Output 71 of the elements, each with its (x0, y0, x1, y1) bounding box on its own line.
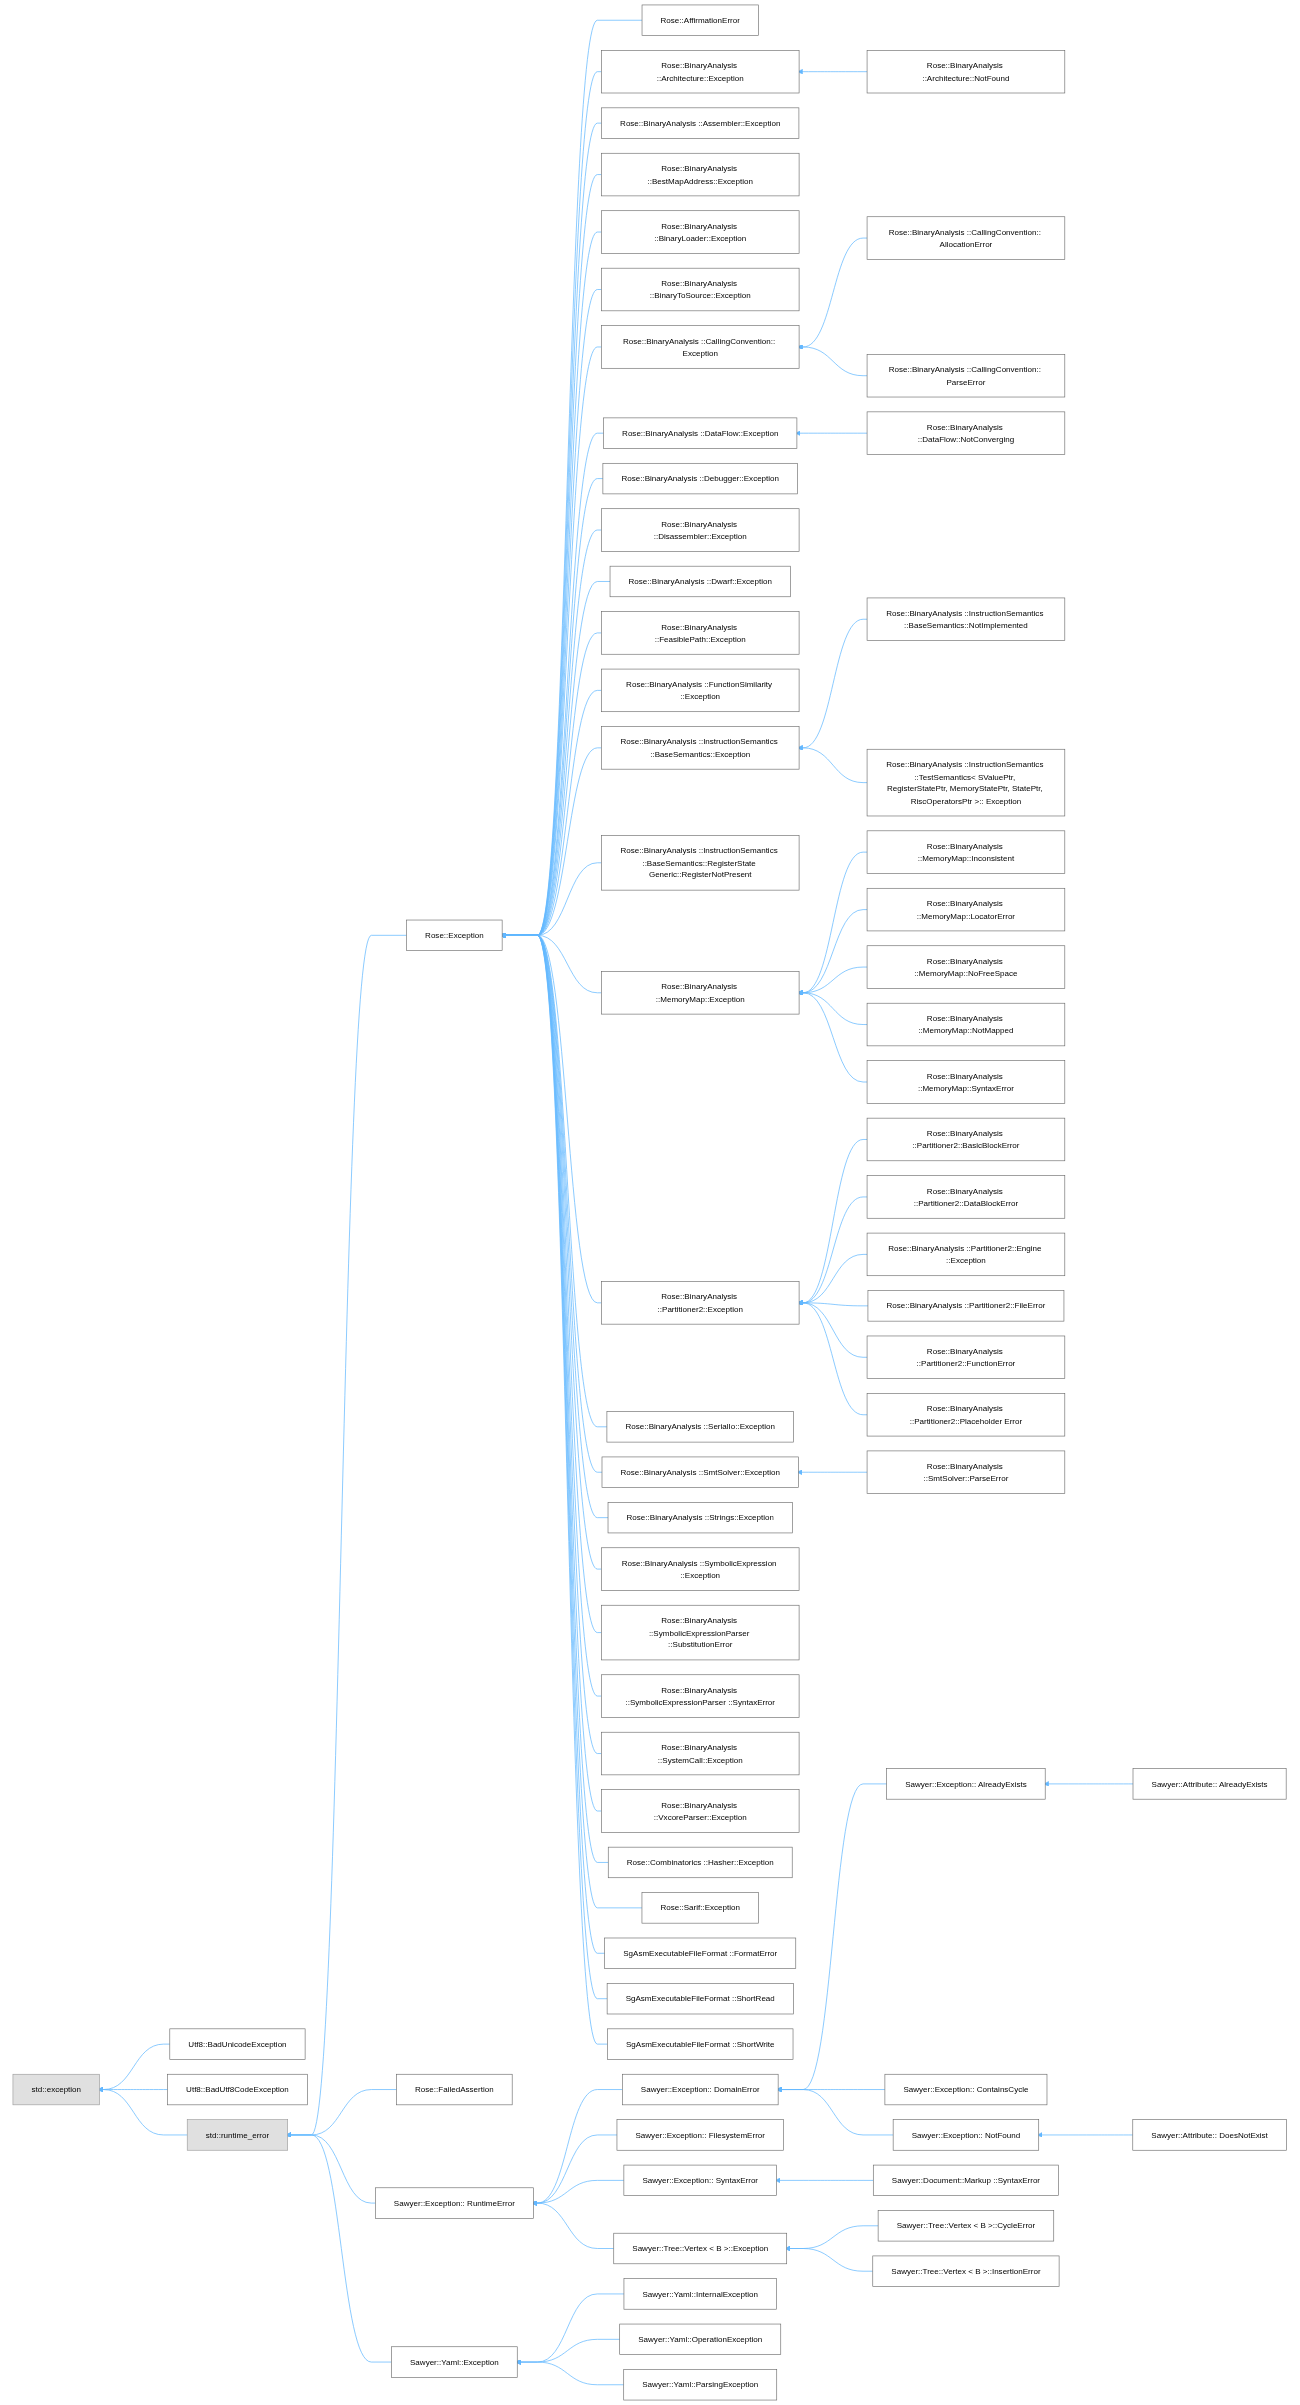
node-box: Sawyer::Document::Markup ::SyntaxError (873, 2164, 1060, 2196)
node-box: Sawyer::Exception:: AlreadyExists (886, 1768, 1046, 1800)
node-box: SgAsmExecutableFileFormat ::ShortWrite (607, 2028, 794, 2060)
node-box: Rose::BinaryAnalysis ::BestMapAddress::Exception (601, 152, 800, 197)
node-box: Rose::BinaryAnalysis ::Partitioner2::Engine ::Exception (867, 1232, 1066, 1277)
node-box: Rose::Sarif::Exception (641, 1892, 760, 1924)
node-box: Utf8::BadUtf8CodeException (167, 2073, 308, 2106)
node-box: Rose::BinaryAnalysis ::Debugger::Exception (602, 463, 799, 495)
node-box: Sawyer::Tree::Vertex < B >::CycleError (878, 2210, 1055, 2242)
node-box: Rose::BinaryAnalysis ::MemoryMap::SyntaxError (867, 1060, 1066, 1104)
node-box: Rose::BinaryAnalysis ::MemoryMap::NotMapped (867, 1002, 1066, 1047)
node-box: std::runtime_error (187, 2119, 289, 2151)
node-box: Rose::BinaryAnalysis ::CallingConvention:: AllocationError (867, 216, 1066, 260)
node-box: Rose::BinaryAnalysis ::InstructionSemantics ::TestSemantics< SValuePtr, RegisterStatePtr, MemoryStatePtr, StatePtr, RiscOperatorsPtr >:: Exception (867, 748, 1066, 817)
node-box: Rose::BinaryAnalysis ::InstructionSemantics ::BaseSemantics::RegisterState Generic::RegisterNotPresent (601, 835, 800, 891)
node-box: SgAsmExecutableFileFormat ::ShortRead (607, 1983, 794, 2015)
node-box: Rose::BinaryAnalysis ::Partitioner2::Placeholder Error (867, 1393, 1066, 1437)
node-box: Rose::BinaryAnalysis ::SerialIo::Exception (606, 1411, 795, 1443)
node-box: std::exception (12, 2073, 101, 2106)
node-box: Rose::BinaryAnalysis ::Partitioner2::DataBlockError (867, 1175, 1066, 1219)
node-box: Rose::BinaryAnalysis ::Dwarf::Exception (610, 565, 792, 598)
node-box: Rose::BinaryAnalysis ::MemoryMap::LocatorError (867, 887, 1066, 932)
node-box: Rose::AffirmationError (642, 4, 760, 36)
node-box: Rose::BinaryAnalysis ::Assembler::Exception (601, 107, 800, 139)
node-box: Rose::BinaryAnalysis ::DataFlow::NotConverging (867, 411, 1066, 455)
node-box: Rose::BinaryAnalysis ::Partitioner2::FunctionError (867, 1335, 1066, 1379)
node-box: Rose::BinaryAnalysis ::BinaryToSource::Exception (601, 267, 800, 312)
node-box: Rose::FailedAssertion (396, 2073, 513, 2106)
node-box: Rose::BinaryAnalysis ::InstructionSemantics ::BaseSemantics::Exception (601, 726, 800, 770)
node-box: Rose::BinaryAnalysis ::Strings::Exception (608, 1502, 794, 1534)
node-box: Rose::BinaryAnalysis ::SymbolicExpressionParser ::SubstitutionError (601, 1604, 800, 1661)
node-box: Sawyer::Exception:: RuntimeError (375, 2187, 535, 2219)
node-box: Sawyer::Tree::Vertex < B >::InsertionError (872, 2255, 1060, 2287)
node-box: Sawyer::Attribute:: AlreadyExists (1133, 1768, 1287, 1800)
node-box: Rose::BinaryAnalysis ::Architecture::NotFound (867, 50, 1066, 94)
node-box: Rose::BinaryAnalysis ::Architecture::Exception (601, 50, 800, 94)
node-box: Rose::BinaryAnalysis ::VxcoreParser::Exception (601, 1789, 800, 1833)
node-box: Rose::BinaryAnalysis ::SmtSolver::ParseError (867, 1450, 1066, 1494)
node-box: Sawyer::Yaml::Exception (391, 2346, 518, 2378)
node-box: Rose::BinaryAnalysis ::InstructionSemantics ::BaseSemantics::NotImplemented (867, 597, 1066, 641)
node-box: Rose::BinaryAnalysis ::Disassembler::Exception (601, 508, 800, 552)
node-box: Rose::BinaryAnalysis ::Partitioner2::FileError (867, 1290, 1065, 1322)
node-box: Rose::BinaryAnalysis ::Partitioner2::Exception (601, 1281, 800, 1325)
node-box: Sawyer::Exception:: ContainsCycle (884, 2073, 1048, 2106)
node-box: Rose::BinaryAnalysis ::SymbolicExpressionParser ::SyntaxError (601, 1674, 800, 1718)
node-box: Rose::BinaryAnalysis ::SystemCall::Exception (601, 1731, 800, 1776)
node-box: Rose::BinaryAnalysis ::MemoryMap::Exception (601, 971, 800, 1015)
node-box: Rose::BinaryAnalysis ::SymbolicExpression ::Exception (601, 1547, 800, 1591)
node-box: Rose::BinaryAnalysis ::Partitioner2::BasicBlockError (867, 1117, 1066, 1162)
node-box: Rose::BinaryAnalysis ::FeasiblePath::Exception (601, 611, 800, 655)
node-box: Rose::Combinatorics ::Hasher::Exception (608, 1846, 793, 1879)
node-box: Rose::BinaryAnalysis ::SmtSolver::Exception (602, 1456, 800, 1488)
node-box: Sawyer::Exception:: SyntaxError (623, 2164, 778, 2196)
node-box: Sawyer::Exception:: FilesystemError (617, 2119, 785, 2151)
node-box: Rose::Exception (406, 919, 503, 951)
node-box: Utf8::BadUnicodeException (169, 2028, 306, 2060)
node-box: Sawyer::Yaml::OperationException (619, 2323, 782, 2355)
node-box: SgAsmExecutableFileFormat ::FormatError (604, 1937, 797, 1969)
node-box: Sawyer::Yaml::InternalException (623, 2278, 778, 2310)
node-box: Rose::BinaryAnalysis ::FunctionSimilarity ::Exception (601, 668, 800, 712)
node-box: Rose::BinaryAnalysis ::MemoryMap::NoFreeSpace (867, 945, 1066, 989)
node-box: Rose::BinaryAnalysis ::CallingConvention:: ParseError (867, 354, 1066, 398)
node-box: Rose::BinaryAnalysis ::DataFlow::Exception (603, 417, 798, 449)
node-box: Rose::BinaryAnalysis ::BinaryLoader::Exception (601, 210, 800, 254)
node-box: Rose::BinaryAnalysis ::CallingConvention:: Exception (601, 325, 800, 369)
node-box: Sawyer::Tree::Vertex < B >::Exception (613, 2232, 788, 2265)
node-box: Sawyer::Exception:: DomainError (622, 2073, 779, 2106)
node-box: Sawyer::Yaml::ParsingException (623, 2369, 778, 2401)
node-box: Rose::BinaryAnalysis ::MemoryMap::Inconsistent (867, 830, 1066, 874)
node-box: Sawyer::Exception:: NotFound (893, 2119, 1040, 2151)
node-box: Sawyer::Attribute:: DoesNotExist (1132, 2119, 1287, 2151)
